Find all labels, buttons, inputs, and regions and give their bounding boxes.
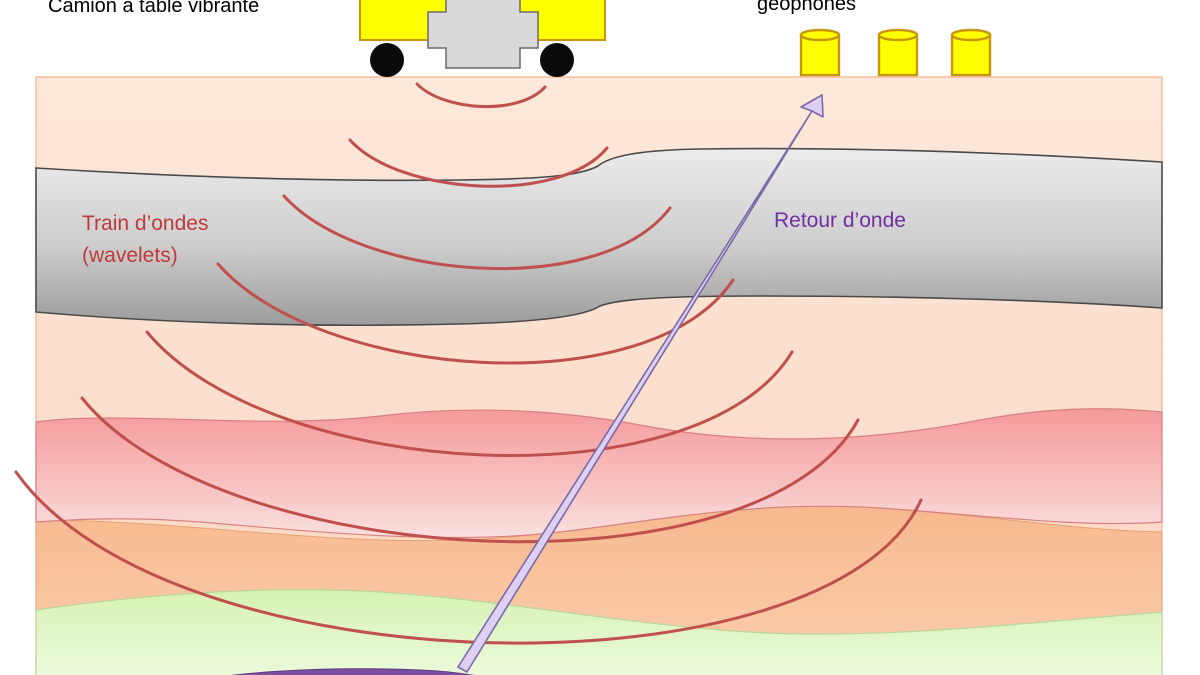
vibrator-truck-icon: [359, 0, 606, 77]
geophone-icon: [950, 28, 992, 77]
geophone-icon: [877, 28, 919, 77]
layer-green: [35, 589, 1163, 675]
wave-arc: [145, 330, 794, 457]
return-arrow: [457, 94, 824, 673]
wave-arc: [282, 194, 672, 271]
wave-arc: [348, 138, 609, 188]
geophone-icon: [799, 28, 841, 77]
geophones-label: géophones: [757, 0, 856, 15]
layer-purple: [230, 668, 475, 675]
truck-label: Camion à table vibrante: [48, 0, 259, 17]
wave-arc: [80, 396, 860, 544]
wave-arc: [14, 470, 923, 645]
wave-return-label: Retour d’onde: [774, 209, 906, 232]
layer-gray: [35, 147, 1163, 327]
wave-arc: [415, 82, 547, 109]
layer-pink: [35, 408, 1163, 539]
wave-train-label: Train d’ondes: [82, 212, 208, 235]
wave-arc: [216, 262, 735, 365]
wave-train-sublabel: (wavelets): [82, 244, 178, 267]
